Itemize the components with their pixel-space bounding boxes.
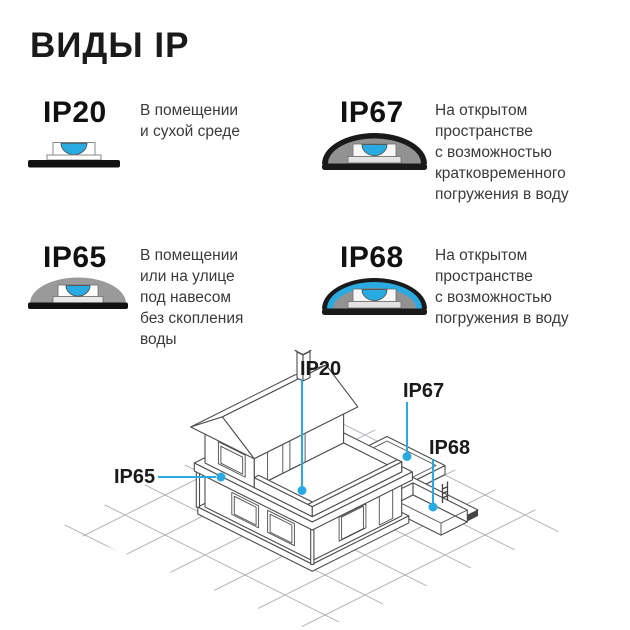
ip67-description: На открытом пространстве с возможностью … <box>435 102 569 203</box>
chimney <box>294 350 312 382</box>
ip20-code-label: IP20 <box>43 96 107 129</box>
roof <box>190 364 359 460</box>
pool-ladder <box>441 481 449 503</box>
led-strip-submersible-icon <box>322 278 427 315</box>
page-title: ВИДЫ IP <box>30 26 190 65</box>
led-strip-silicone-dome-icon <box>28 277 128 309</box>
ip65-code-label: IP65 <box>43 241 107 274</box>
ip20-location-dot <box>297 486 307 495</box>
ip65-description: В помещении или на улице под навесом без… <box>140 247 244 348</box>
ip67-code-label: IP67 <box>340 96 404 129</box>
house-diagram: IP20 IP67 IP68 IP65 <box>60 350 570 630</box>
led-strip-sealed-outline-icon <box>322 133 427 170</box>
diagram-label-ip65: IP65 <box>114 466 155 488</box>
ip65-location-dot <box>216 472 226 482</box>
house <box>190 350 413 572</box>
ip68-location-dot <box>428 502 438 512</box>
diagram-label-ip20: IP20 <box>300 358 341 380</box>
diagram-label-ip68: IP68 <box>429 437 470 459</box>
ip68-description: На открытом пространстве с возможностью … <box>435 247 569 327</box>
ip68-code-label: IP68 <box>340 241 404 274</box>
diagram-label-ip67: IP67 <box>403 380 444 402</box>
ip20-description: В помещении и сухой среде <box>140 102 240 140</box>
leader-lines <box>158 379 438 512</box>
led-strip-open-icon <box>28 142 120 168</box>
ip67-location-dot <box>402 452 412 461</box>
